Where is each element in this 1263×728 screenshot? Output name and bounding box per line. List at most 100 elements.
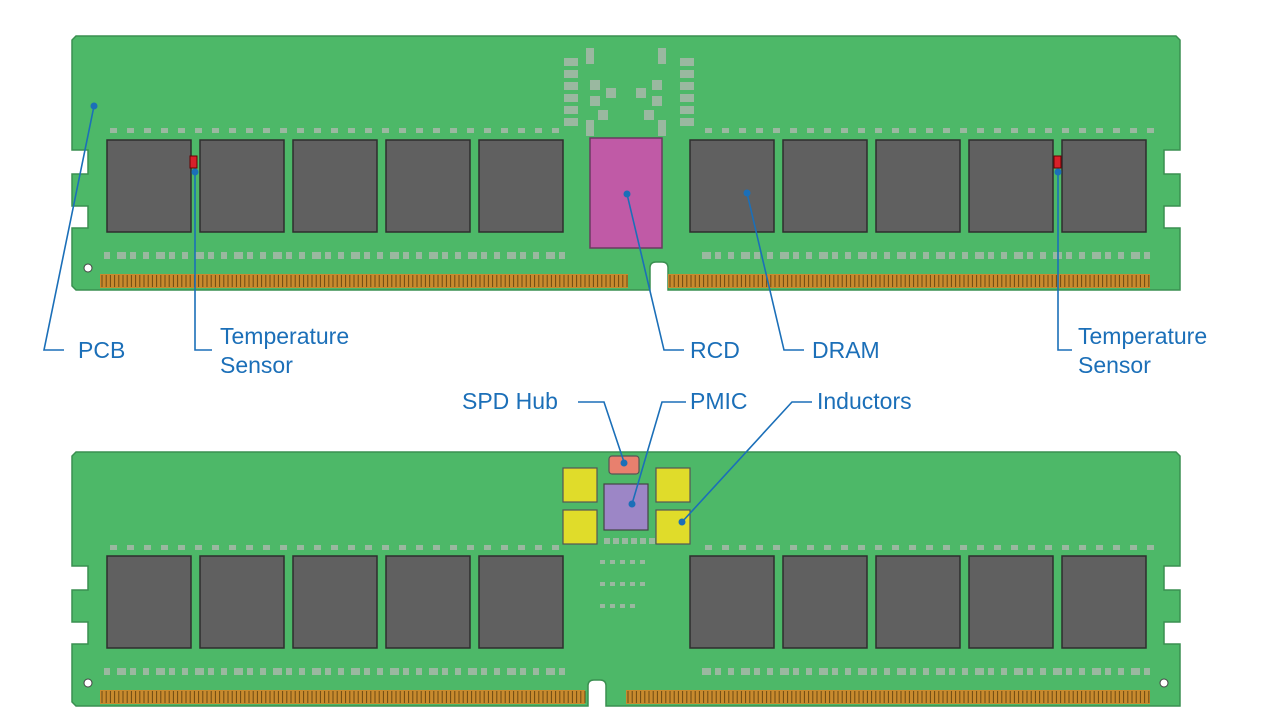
smd-pad — [382, 128, 389, 133]
smd-pad — [169, 252, 175, 259]
smd-pad — [604, 538, 610, 544]
smd-pad — [892, 128, 899, 133]
smd-pad — [610, 582, 615, 586]
smd-pad — [773, 128, 780, 133]
mount-hole — [83, 678, 93, 688]
smd-pad — [871, 668, 877, 675]
smd-pad — [178, 128, 185, 133]
smd-pad — [533, 252, 539, 259]
label-temp-sensor-left-line1: Temperature — [220, 323, 349, 349]
smd-pad — [622, 538, 628, 544]
dram-chip — [782, 139, 868, 233]
bottom-contacts — [100, 690, 1150, 704]
smd-pad — [130, 252, 136, 259]
smd-pad — [767, 252, 773, 259]
dram-chip — [199, 139, 285, 233]
smd-pad — [841, 128, 848, 133]
smd-pad — [221, 668, 227, 675]
smd-pad — [977, 128, 984, 133]
smd-pad — [630, 560, 635, 564]
smd-pad — [994, 128, 1001, 133]
smd-pad — [195, 252, 204, 259]
smd-pad — [1118, 668, 1124, 675]
smd-pad — [263, 128, 270, 133]
smd-pad — [610, 604, 615, 608]
smd-pad — [793, 668, 799, 675]
smd-pad — [756, 545, 763, 550]
smd-pad — [260, 668, 266, 675]
label-temp-sensor-right-line1: Temperature — [1078, 323, 1207, 349]
smd-pad — [351, 252, 360, 259]
smd-pad — [630, 604, 635, 608]
smd-pad — [680, 118, 694, 126]
smd-pad — [1011, 128, 1018, 133]
smd-pad — [564, 94, 578, 102]
smd-pad — [246, 545, 253, 550]
smd-pad — [212, 545, 219, 550]
smd-pad — [613, 538, 619, 544]
smd-pad — [780, 668, 789, 675]
label-temp-sensor-right-line2: Sensor — [1078, 352, 1151, 378]
smd-pad — [910, 668, 916, 675]
smd-pad — [195, 545, 202, 550]
smd-pad — [535, 545, 542, 550]
smd-pad — [600, 582, 605, 586]
top-dram-chips — [106, 139, 1147, 233]
smd-pad — [144, 128, 151, 133]
smd-pad — [702, 668, 711, 675]
smd-pad — [520, 252, 526, 259]
dram-leader-dot — [743, 189, 751, 197]
smd-pad — [348, 128, 355, 133]
smd-pad — [280, 128, 287, 133]
smd-pad — [1131, 668, 1140, 675]
smd-pad — [1130, 128, 1137, 133]
smd-pad — [767, 668, 773, 675]
smd-pad — [630, 582, 635, 586]
smd-pad — [299, 668, 305, 675]
smd-pad — [559, 252, 565, 259]
smd-pad — [897, 668, 906, 675]
label-dram: DRAM — [812, 337, 880, 363]
smd-pad — [606, 88, 616, 98]
smd-pad — [433, 128, 440, 133]
smd-pad — [705, 128, 712, 133]
smd-pad — [875, 128, 882, 133]
smd-pad — [1066, 252, 1072, 259]
smd-pad — [234, 668, 243, 675]
smd-pad — [455, 252, 461, 259]
smd-pad — [143, 668, 149, 675]
smd-pad — [1040, 252, 1046, 259]
label-inductors: Inductors — [817, 388, 912, 414]
smd-pad — [975, 668, 984, 675]
inductor — [562, 509, 598, 545]
smd-pad — [806, 668, 812, 675]
smd-pad — [590, 96, 600, 106]
smd-pad — [161, 545, 168, 550]
smd-pad — [586, 120, 594, 136]
smd-pad — [1001, 252, 1007, 259]
dram-chip — [1061, 555, 1147, 649]
smd-pad — [1079, 128, 1086, 133]
smd-pad — [923, 252, 929, 259]
smd-pad — [312, 252, 321, 259]
temp-sensor-right — [1053, 155, 1062, 169]
label-pcb: PCB — [78, 337, 125, 363]
smd-pad — [518, 545, 525, 550]
smd-pad — [364, 252, 370, 259]
smd-pad — [1144, 668, 1150, 675]
smd-pad — [1092, 668, 1101, 675]
pcb-leader — [43, 105, 95, 351]
smd-pad — [130, 668, 136, 675]
smd-pad — [442, 668, 448, 675]
smd-pad — [1045, 545, 1052, 550]
smd-pad — [297, 545, 304, 550]
labels: PCB Temperature Sensor RCD DRAM Temperat… — [78, 323, 1207, 414]
smd-pad — [620, 604, 625, 608]
pmic-leader-dot — [628, 500, 636, 508]
smd-pad — [658, 48, 666, 64]
pmic-leader — [631, 401, 686, 505]
smd-pad — [331, 128, 338, 133]
smd-pad — [325, 252, 331, 259]
smd-pad — [286, 252, 292, 259]
